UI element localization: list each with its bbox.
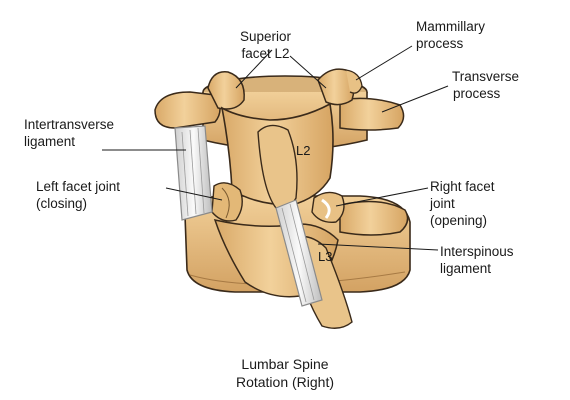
leader-right-facet: [335, 187, 429, 207]
intertransverse-ligament: [174, 125, 213, 221]
interspinous-ligament: [275, 199, 323, 307]
figure-caption: Lumbar Spine Rotation (Right): [235, 356, 335, 390]
l2-spinous-process: [257, 124, 298, 209]
label-mammillary-process: Mammillary process: [416, 19, 485, 51]
label-superior-facet: Superior facet L2: [240, 29, 292, 61]
l2-transverse-process-left: [154, 91, 221, 129]
leader-superior-facet: [235, 49, 273, 89]
label-interspinous-ligament: Interspinous ligament: [440, 244, 514, 276]
l2-transverse-process-right: [339, 97, 405, 131]
left-facet-joint-closing: [211, 182, 243, 222]
label-transverse-process: Transverse process: [452, 69, 520, 101]
label-l3: L3: [318, 249, 333, 264]
label-l2: L2: [296, 143, 311, 158]
leader-transverse: [381, 85, 449, 113]
leader-interspinous: [317, 243, 439, 251]
leader-superior-facet-2: [289, 55, 327, 89]
l2-superior-facet-left: [207, 71, 245, 110]
leader-mammillary: [355, 45, 413, 81]
leader-left-facet: [165, 187, 223, 201]
l3-transverse-process-right: [339, 200, 409, 236]
label-right-facet-joint: Right facet joint (opening): [430, 179, 495, 228]
l2-mammillary-process: [345, 69, 363, 94]
label-intertransverse-ligament: Intertransverse ligament: [24, 117, 115, 149]
label-left-facet-joint: Left facet joint (closing): [36, 179, 121, 211]
